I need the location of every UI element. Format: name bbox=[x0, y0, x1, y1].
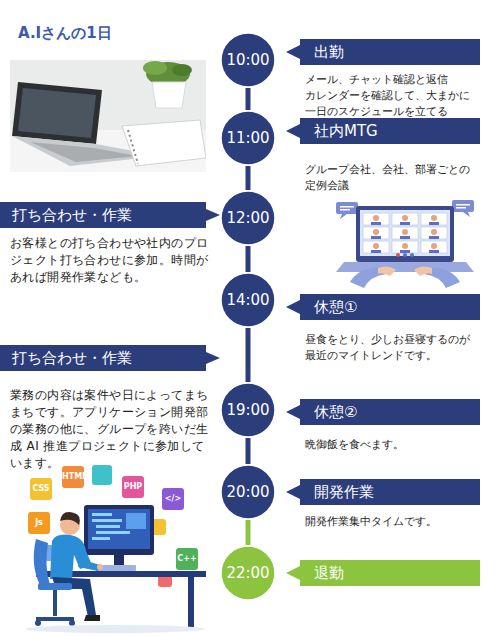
time-circle: 11:00 bbox=[220, 110, 276, 166]
timeline-segment bbox=[246, 328, 251, 382]
band-body: 開発作業集中タイムです。 bbox=[284, 514, 495, 530]
timeline-segment bbox=[246, 88, 251, 110]
schedule-band: 休憩① 昼食をとり、少しお昼寝するのが 最近のマイトレンドです。 bbox=[284, 294, 496, 364]
time-text: 11:00 bbox=[220, 110, 276, 166]
timeline-segment bbox=[246, 246, 251, 272]
band-body: グループ会社、会社、部署ごとの 定例会議 bbox=[284, 162, 495, 194]
schedule-band: 出勤メール、チャット確認と返信 カレンダーを確認して、大まかに 一日のスケジュー… bbox=[284, 39, 496, 120]
band-heading: 退勤 bbox=[284, 560, 496, 586]
time-circle: 19:00 bbox=[220, 382, 276, 438]
icon-tile bbox=[162, 488, 184, 510]
icon-label: CSS bbox=[30, 478, 52, 500]
band-heading: 打ち合わせ・作業 bbox=[0, 202, 222, 228]
icon-tile bbox=[28, 512, 50, 534]
time-text: 10:00 bbox=[220, 32, 276, 88]
band-heading: 休憩① bbox=[284, 294, 496, 320]
band-heading: 開発作業 bbox=[284, 479, 496, 505]
time-circle: 10:00 bbox=[220, 32, 276, 88]
schedule-band: 開発作業開発作業集中タイムです。 bbox=[284, 479, 496, 530]
band-body: 晩御飯を食べます。 bbox=[284, 437, 495, 453]
band-shape bbox=[284, 118, 480, 144]
diagram-title: A.Iさんの1日 bbox=[18, 24, 112, 43]
time-circle: 14:00 bbox=[220, 272, 276, 328]
circle-fill bbox=[221, 191, 275, 245]
time-circle: 20:00 bbox=[220, 464, 276, 520]
band-body: 業務の内容は案件や日によってまちまちです。アプリケーション開発部の業務の他に、グ… bbox=[0, 387, 216, 472]
icon-tile bbox=[176, 548, 198, 570]
video-meeting-illustration bbox=[330, 198, 480, 290]
task-band: 打ち合わせ・作業業務の内容は案件や日によってまちまちです。アプリケーション開発部… bbox=[0, 345, 222, 472]
icon-tile bbox=[122, 476, 144, 498]
timeline-segment bbox=[246, 438, 251, 464]
timeline-segment bbox=[246, 520, 251, 545]
band-shape bbox=[284, 479, 480, 505]
time-circle: 12:00 bbox=[220, 190, 276, 246]
icon-label: Js bbox=[28, 512, 50, 534]
developer-illustration bbox=[0, 455, 220, 636]
band-heading: 打ち合わせ・作業 bbox=[0, 345, 222, 371]
time-text: 19:00 bbox=[220, 382, 276, 438]
band-heading: 出勤 bbox=[284, 39, 496, 65]
band-body: メール、チャット確認と返信 カレンダーを確認して、大まかに 一日のスケジュールを… bbox=[284, 72, 495, 120]
band-body: お客様との打ち合わせや社内のプロジェクト打ち合わせに参加。時間があれば開発作業な… bbox=[0, 235, 216, 286]
circle-fill bbox=[221, 111, 275, 165]
circle-fill bbox=[221, 273, 275, 327]
band-shape bbox=[284, 399, 480, 425]
band-shape bbox=[284, 560, 480, 586]
circle-fill bbox=[221, 546, 275, 600]
circle-fill bbox=[221, 33, 275, 87]
time-text: 22:00 bbox=[220, 545, 276, 601]
schedule-band: 休憩② 晩御飯を食べます。 bbox=[284, 399, 496, 453]
time-circle: 22:00 bbox=[220, 545, 276, 601]
laptop-photo bbox=[10, 60, 206, 172]
circle-fill bbox=[221, 383, 275, 437]
icon-label: </> bbox=[162, 488, 184, 510]
circle-fill bbox=[221, 465, 275, 519]
timeline-segment bbox=[246, 166, 251, 190]
band-heading: 社内MTG bbox=[284, 118, 496, 144]
icon-label: C++ bbox=[176, 548, 198, 570]
band-shape bbox=[284, 294, 480, 320]
time-text: 14:00 bbox=[220, 272, 276, 328]
icon-tile bbox=[30, 478, 52, 500]
band-shape bbox=[284, 39, 480, 65]
schedule-band: 社内MTG グループ会社、会社、部署ごとの 定例会議 bbox=[284, 118, 496, 194]
schedule-band: 退勤 bbox=[284, 560, 496, 586]
icon-label: PHP bbox=[122, 476, 144, 498]
time-text: 20:00 bbox=[220, 464, 276, 520]
icon-label: HTML bbox=[62, 466, 84, 488]
band-heading: 休憩② bbox=[284, 399, 496, 425]
icon-tile bbox=[62, 466, 84, 488]
band-body: 昼食をとり、少しお昼寝するのが 最近のマイトレンドです。 bbox=[284, 332, 495, 364]
time-text: 12:00 bbox=[220, 190, 276, 246]
task-band: 打ち合わせ・作業お客様との打ち合わせや社内のプロジェクト打ち合わせに参加。時間が… bbox=[0, 202, 222, 286]
